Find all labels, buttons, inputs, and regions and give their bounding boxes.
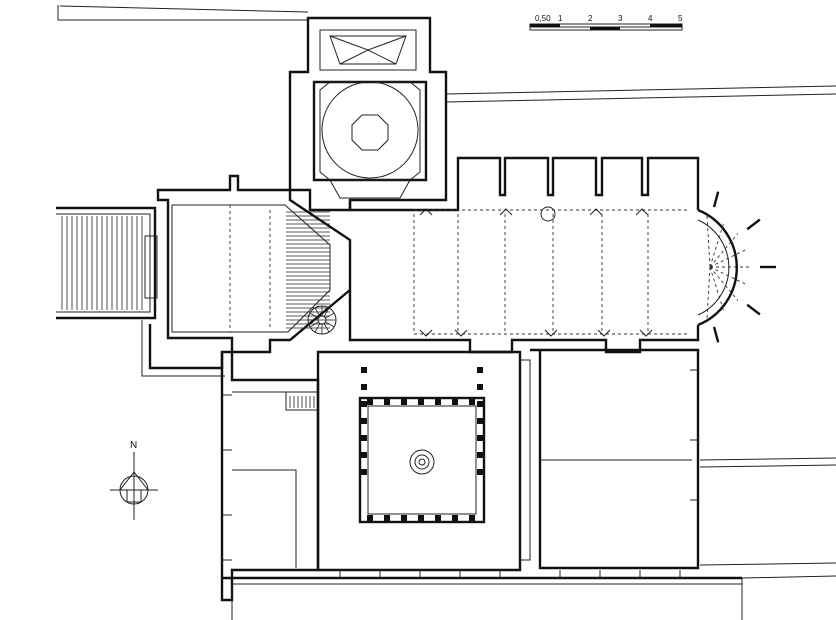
- south-wall: [222, 570, 742, 620]
- north-arrow-icon: N: [110, 440, 158, 520]
- scale-label-3: 3: [618, 14, 623, 23]
- east-wing: [530, 348, 700, 570]
- north-chapel: [288, 16, 448, 212]
- scale-label-4: 4: [648, 14, 653, 23]
- cloister-courtyard: [316, 350, 531, 572]
- site-boundary: [57, 5, 836, 620]
- west-vestibule: [141, 174, 352, 377]
- west-wing: [220, 350, 320, 602]
- entrance-staircase: [56, 206, 158, 320]
- apse: [697, 191, 776, 343]
- scale-label-2: 2: [588, 14, 593, 23]
- nave: [348, 156, 700, 354]
- scale-label-5: 5: [678, 14, 683, 23]
- north-label: N: [130, 440, 137, 451]
- spiral-stair: [307, 305, 337, 335]
- scale-label-050: 0,50: [535, 14, 551, 23]
- scale-bar: 0,50 1 2 3 4 5: [529, 14, 683, 31]
- scale-label-1: 1: [558, 14, 563, 23]
